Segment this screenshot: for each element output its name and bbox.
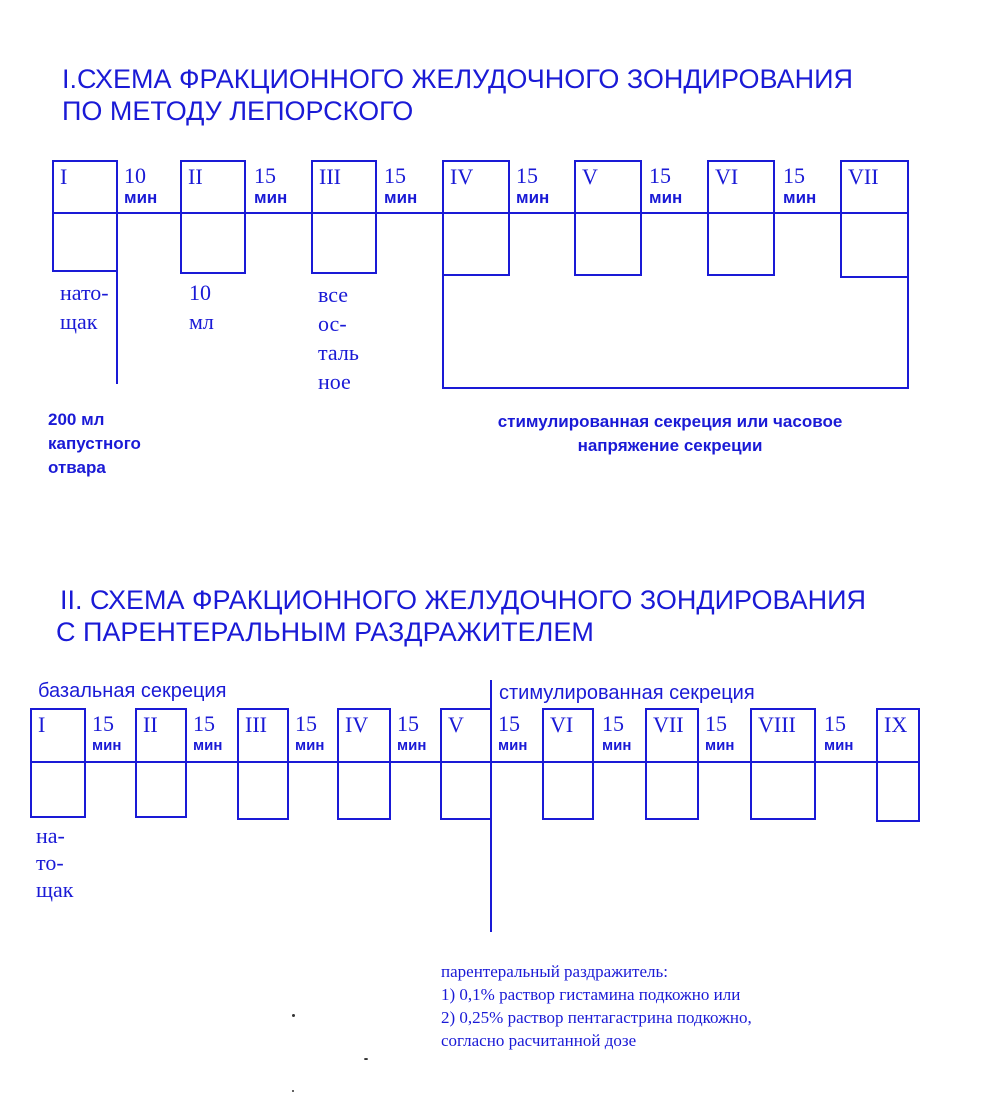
diagram1-stimulus-note: 200 мл капустного отвара <box>48 410 141 477</box>
diagram2-portion-5: V <box>440 708 492 820</box>
diagram2-portion-2: II <box>135 708 187 818</box>
diagram1-portion-1: I <box>52 160 118 272</box>
scan-speck <box>292 1014 295 1017</box>
diagram1-note-rest: все ос- таль ное <box>318 282 359 394</box>
diagram2-interval-1: 15 мин <box>92 711 122 755</box>
diagram2-portion-9: IX <box>876 708 920 822</box>
diagram2-title-line1: II. СХЕМА ФРАКЦИОННОГО ЖЕЛУДОЧНОГО ЗОНДИ… <box>60 585 866 615</box>
portion-label: III <box>245 712 267 737</box>
portion-label: VIII <box>758 712 796 737</box>
diagram2-portion-7: VII <box>645 708 699 820</box>
portion-label: III <box>319 164 341 189</box>
diagram2-note-fasting: на- то- щак <box>36 823 74 902</box>
diagram2-portion-6: VI <box>542 708 594 820</box>
portion-label: IV <box>345 712 369 737</box>
portion-label: I <box>60 164 68 189</box>
diagram1-portion-2: II <box>180 160 246 274</box>
diagram1-portion-3: III <box>311 160 377 274</box>
diagram2-interval-2: 15 мин <box>193 711 223 755</box>
diagram2-portion-4: IV <box>337 708 391 820</box>
portion-label: IX <box>884 712 908 737</box>
diagram1-interval-1: 10 мин <box>124 163 158 208</box>
portion-label: V <box>448 712 464 737</box>
diagram1-bracket-right <box>907 276 909 389</box>
scan-speck <box>364 1058 368 1060</box>
diagram2-portion-1: I <box>30 708 86 818</box>
diagram2-interval-6: 15 мин <box>602 711 632 755</box>
diagram2-interval-5: 15 мин <box>498 711 528 755</box>
diagram2-interval-3: 15 мин <box>295 711 325 755</box>
diagram1-portion-7: VII <box>840 160 909 278</box>
diagram2-portion-3: III <box>237 708 289 820</box>
diagram1-title-line1: I.СХЕМА ФРАКЦИОННОГО ЖЕЛУДОЧНОГО ЗОНДИРО… <box>62 64 853 94</box>
portion-label: V <box>582 164 598 189</box>
diagram1-note-10ml: 10 мл <box>189 280 214 334</box>
diagram1-interval-6: 15 мин <box>783 163 817 208</box>
diagram1-note-fasting: нато- щак <box>60 280 109 334</box>
diagram1-bracket-bottom <box>442 387 909 389</box>
diagram1-interval-2: 15 мин <box>254 163 288 208</box>
diagram2-title-line2: С ПАРЕНТЕРАЛЬНЫМ РАЗДРАЖИТЕЛЕМ <box>56 617 594 647</box>
diagram2-legend: парентеральный раздражитель: 1) 0,1% рас… <box>441 962 752 1050</box>
diagram1-stimulated-label: стимулированная секреция или часовое нап… <box>497 412 843 455</box>
portion-label: II <box>143 712 158 737</box>
scan-speck <box>292 1090 294 1092</box>
diagram1-title-line2: ПО МЕТОДУ ЛЕПОРСКОГО <box>62 96 414 126</box>
diagram2-portion-8: VIII <box>750 708 816 820</box>
portion-label: VI <box>550 712 574 737</box>
diagram2-interval-8: 15 мин <box>824 711 854 755</box>
portion-label: IV <box>450 164 474 189</box>
diagram1-bracket-left <box>442 272 444 389</box>
diagram2-timeline <box>30 761 919 763</box>
diagram2-interval-4: 15 мин <box>397 711 427 755</box>
diagram1-stimulus-divider <box>116 212 118 384</box>
portion-label: II <box>188 164 203 189</box>
portion-label: VII <box>848 164 879 189</box>
diagram1-portion-4: IV <box>442 160 510 276</box>
diagram1-timeline <box>52 212 909 214</box>
portion-label: I <box>38 712 46 737</box>
diagram1-interval-5: 15 мин <box>649 163 683 208</box>
diagram1-portion-5: V <box>574 160 642 276</box>
portion-label: VI <box>715 164 739 189</box>
diagram1-interval-3: 15 мин <box>384 163 418 208</box>
diagram2-stimulated-label: стимулированная секреция <box>499 682 755 704</box>
diagram1-portion-6: VI <box>707 160 775 276</box>
diagram2-basal-label: базальная секреция <box>38 680 227 702</box>
portion-label: VII <box>653 712 684 737</box>
diagram2-interval-7: 15 мин <box>705 711 735 755</box>
diagram1-interval-4: 15 мин <box>516 163 550 208</box>
